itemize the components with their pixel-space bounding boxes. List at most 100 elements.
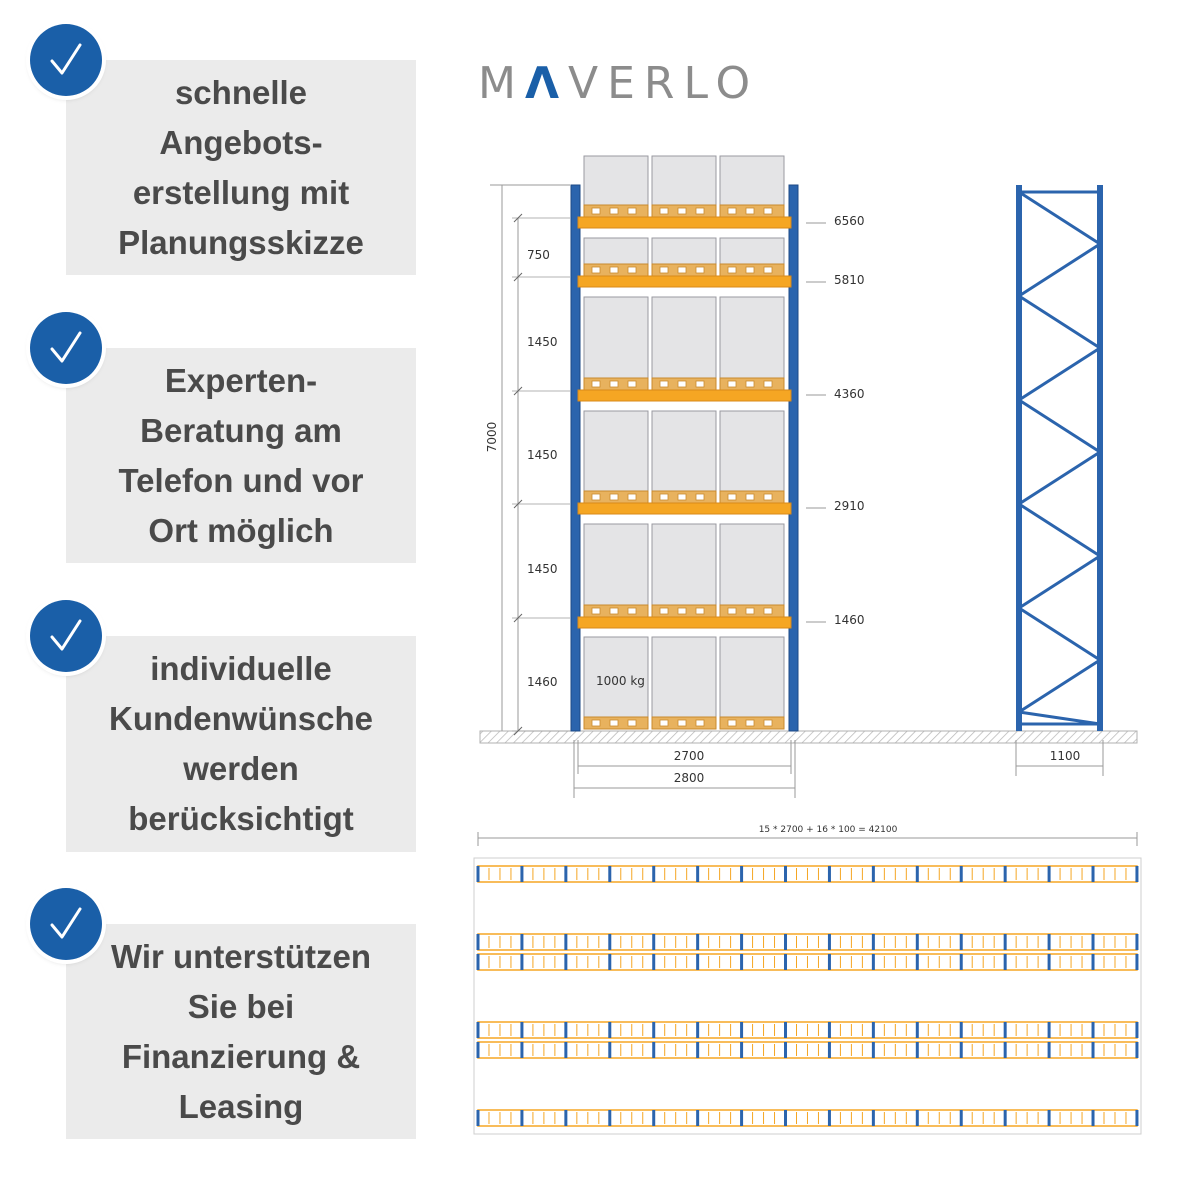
plan-upright <box>1047 934 1051 950</box>
pallet-slot <box>659 266 669 274</box>
level-label: 4360 <box>834 387 865 401</box>
plan-upright <box>871 1110 875 1126</box>
plan-upright <box>696 954 700 970</box>
plan-upright <box>652 1042 656 1058</box>
rack-side-frame <box>1016 185 1103 731</box>
pallet-slot <box>695 493 705 501</box>
pallet-box <box>583 296 649 379</box>
pallet-slot <box>627 719 637 727</box>
feature-box-financing: Wir unterstützen Sie bei Finanzierung & … <box>66 924 416 1139</box>
dimension-lines <box>473 184 1142 1135</box>
level-label: 1460 <box>834 613 865 627</box>
plan-upright <box>520 934 524 950</box>
plan-upright <box>608 1042 612 1058</box>
frame-diagonal <box>1018 554 1101 610</box>
feature-box-consulting: Experten- Beratung am Telefon und vor Or… <box>66 348 416 563</box>
plan-upright <box>520 954 524 970</box>
pallet-slot <box>677 607 687 615</box>
pallet-box <box>651 296 717 379</box>
plan-upright <box>1135 1042 1139 1058</box>
pallet-slot <box>609 266 619 274</box>
pallet-slot <box>677 719 687 727</box>
pallet-slot <box>677 493 687 501</box>
pallet-slot <box>659 719 669 727</box>
pallet-slot <box>627 266 637 274</box>
plan-upright <box>784 1110 788 1126</box>
plan-upright <box>915 1110 919 1126</box>
plan-upright <box>1091 934 1095 950</box>
pallet-slot <box>627 380 637 388</box>
feature-text: schnelle Angebots- erstellung mit Planun… <box>118 73 364 261</box>
beam <box>577 389 792 402</box>
plan-upright <box>1047 954 1051 970</box>
beam <box>577 216 792 229</box>
plan-upright <box>740 954 744 970</box>
checkmark-icon <box>30 312 102 384</box>
level-label: 2910 <box>834 499 865 513</box>
plan-upright <box>1135 866 1139 882</box>
pallet-slot <box>609 493 619 501</box>
plan-upright <box>827 954 831 970</box>
pallet-slot <box>591 719 601 727</box>
load-label: 1000 kg <box>596 674 645 688</box>
frame-diagonal <box>1018 710 1101 726</box>
plan-upright <box>959 934 963 950</box>
plan-upright <box>959 1042 963 1058</box>
plan-upright <box>784 934 788 950</box>
pallet-box <box>719 636 785 718</box>
plan-upright <box>652 934 656 950</box>
pallet-loads <box>583 155 785 730</box>
segment-label: 1460 <box>527 675 558 689</box>
segment-label: 1450 <box>527 562 558 576</box>
plan-upright <box>696 866 700 882</box>
frame-depth-label: 1100 <box>1050 749 1081 763</box>
plan-upright <box>871 1022 875 1038</box>
pallet-slot <box>609 207 619 215</box>
dim-tick <box>513 272 523 282</box>
brand-logo-accent: Λ <box>524 57 569 109</box>
pallet-slot <box>591 207 601 215</box>
segment-label: 1450 <box>527 448 558 462</box>
plan-upright <box>784 1022 788 1038</box>
frame-diagonal <box>1018 346 1101 402</box>
plan-upright <box>652 866 656 882</box>
plan-upright <box>1091 954 1095 970</box>
plan-upright <box>740 934 744 950</box>
floor-line <box>479 730 1138 744</box>
plan-upright <box>564 954 568 970</box>
plan-upright <box>608 1110 612 1126</box>
plan-upright <box>476 1022 480 1038</box>
plan-upright <box>871 954 875 970</box>
plan-upright <box>1047 1110 1051 1126</box>
pallet-box <box>583 155 649 206</box>
frame-diagonal <box>1018 606 1101 662</box>
plan-upright <box>915 866 919 882</box>
plan-upright <box>871 866 875 882</box>
dim-tick <box>513 726 523 736</box>
pallet-box <box>719 237 785 265</box>
dim-tick <box>513 213 523 223</box>
pallet-box <box>719 155 785 206</box>
plan-upright <box>1047 1022 1051 1038</box>
frame-diagonal <box>1018 398 1101 454</box>
plan-upright <box>1003 1022 1007 1038</box>
pallet-slot <box>727 380 737 388</box>
pallet-box <box>583 237 649 265</box>
pallet-box <box>651 410 717 492</box>
plan-upright <box>1003 934 1007 950</box>
plan-upright <box>1091 1022 1095 1038</box>
feature-text: individuelle Kundenwünsche werden berück… <box>108 650 374 837</box>
pallet-slot <box>745 719 755 727</box>
pallet-box <box>651 636 717 718</box>
pallet-slot <box>627 493 637 501</box>
frame-diagonal <box>1018 658 1101 714</box>
plan-upright <box>476 954 480 970</box>
plan-upright <box>652 1022 656 1038</box>
pallet-slot <box>763 493 773 501</box>
plan-upright <box>959 954 963 970</box>
plan-upright <box>608 1022 612 1038</box>
pallet-slot <box>727 207 737 215</box>
plan-upright <box>959 1022 963 1038</box>
pallet-slot <box>609 719 619 727</box>
plan-upright <box>784 1042 788 1058</box>
